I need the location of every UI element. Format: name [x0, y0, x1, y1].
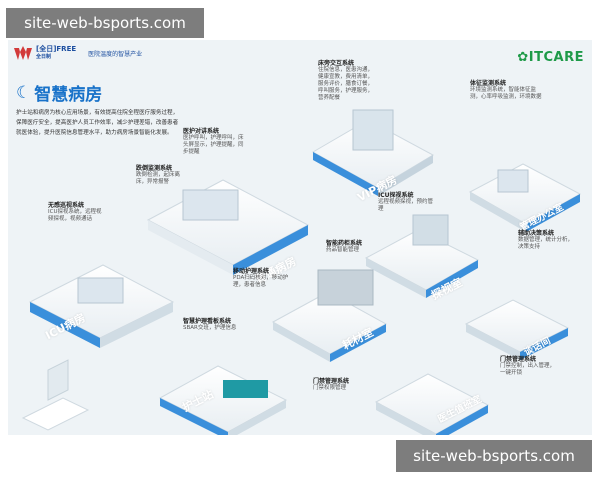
- system-desc: 药品智能管理: [326, 247, 360, 253]
- system-desc: 跌倒检测，起床离床，异常报警: [136, 172, 181, 185]
- stairs-illustration: [21, 359, 90, 431]
- system-access-control-doctor: 门禁管理系统 门禁权限管理: [313, 378, 368, 392]
- free-logo-icon: [14, 46, 32, 60]
- page-title: ☾ 智慧病房: [16, 80, 103, 106]
- medicine-cabinet-icon: [317, 269, 374, 306]
- system-smart-medicine-cabinet: 智能药柜系统 药品智能管理: [326, 240, 381, 254]
- room-tile-vip[interactable]: [311, 109, 435, 196]
- system-title: ICU探视系统: [378, 192, 414, 199]
- icu-bed-icon: [77, 277, 124, 304]
- system-title: 跌倒监测系统: [136, 165, 173, 172]
- system-nurse-intercom: 医护对讲系统 医护呼叫，护理呼叫，床头屏显示，护理提醒，同步提醒: [183, 128, 245, 156]
- brand-logo-right: ✿ITCARE: [517, 50, 584, 65]
- page-title-text: 智慧病房: [34, 85, 103, 105]
- system-desc: ICU探视系统，远程视频探视，视频通话: [48, 209, 102, 222]
- system-desc: 环境监测系统，智能体征监测，心率呼吸监测，环境数据: [470, 87, 542, 100]
- system-fall-detection: 跌倒监测系统 跌倒检测，起床离床，异常报警: [136, 165, 181, 186]
- office-desk-icon: [497, 169, 529, 193]
- system-desc: 远程视频探视，预约管理: [378, 199, 434, 212]
- system-desc: PDA扫码核对，移动护理，患者信息: [233, 275, 289, 288]
- system-bedside-interaction: 床旁交互系统 住院信息，医患沟通，健康宣教，费用清单，服务评价，膳食订餐，呼叫服…: [318, 60, 378, 102]
- system-passive-patrol: 无感巡视系统 ICU探视系统，远程视频探视，视频通话: [48, 202, 103, 223]
- room-tiles-layer: [21, 109, 582, 435]
- vip-bed-icon: [352, 109, 394, 151]
- brand-logo-left: [全日]FREE 全日制 医院温度的智慧产业: [14, 45, 142, 61]
- room-tile-talk-room[interactable]: [464, 299, 570, 360]
- system-vital-monitoring: 体征监测系统 环境监测系统，智能体征监测，心率呼吸监测，环境数据: [470, 80, 545, 101]
- intro-paragraph: 护士站和病房为核心应用场景，有效提高住院全程医疗服务过程，保障医疗安全，提高医护…: [16, 110, 179, 136]
- room-tile-general-ward[interactable]: [146, 179, 310, 275]
- room-tile-visiting-room[interactable]: [364, 214, 480, 298]
- system-title: 辅助决策系统: [518, 230, 555, 237]
- system-desc: 住院信息，医患沟通，健康宣教，费用清单，服务评价，膳食订餐，呼叫服务，护理服务，…: [318, 67, 374, 101]
- system-title: 移动护理系统: [233, 268, 270, 275]
- watermark-bottom: site-web-bsports.com: [396, 440, 592, 472]
- logo-right-text: ITCARE: [528, 50, 584, 65]
- room-tile-nurse-station[interactable]: [158, 365, 288, 435]
- system-desc: 数据管理，统计分析，决策支持: [518, 237, 574, 250]
- system-title: 智能药柜系统: [326, 240, 363, 247]
- room-tile-management-office[interactable]: [468, 163, 582, 232]
- system-title: 医护对讲系统: [183, 128, 220, 135]
- itcare-leaf-icon: ✿: [517, 50, 529, 65]
- system-title: 门禁管理系统: [500, 356, 537, 363]
- system-title: 无感巡视系统: [48, 202, 85, 209]
- system-mobile-nursing: 移动护理系统 PDA扫码核对，移动护理，患者信息: [233, 268, 293, 289]
- system-desc: 门禁控制，出入管理，一键开锁: [500, 363, 556, 376]
- logo-left-text: [全日]FREE: [36, 45, 77, 53]
- room-tile-icu[interactable]: [28, 264, 175, 348]
- system-desc: 门禁权限管理: [313, 385, 347, 391]
- infographic-panel: [全日]FREE 全日制 医院温度的智慧产业 ✿ITCARE ☾ 智慧病房 护士…: [8, 40, 592, 435]
- system-title: 体征监测系统: [470, 80, 507, 87]
- system-nursing-board: 智慧护理看板系统 SBAR交班，护理信息: [183, 318, 241, 332]
- visiting-door-icon: [412, 214, 449, 246]
- system-title: 门禁管理系统: [313, 378, 350, 385]
- system-desc: 医护呼叫，护理呼叫，床头屏显示，护理提醒，同步提醒: [183, 135, 244, 155]
- system-title: 床旁交互系统: [318, 60, 355, 67]
- system-title: 智慧护理看板系统: [183, 318, 232, 325]
- logo-tagline: 医院温度的智慧产业: [88, 50, 143, 58]
- system-icu-visit: ICU探视系统 远程视频探视，预约管理: [378, 192, 433, 213]
- room-tile-supply-room[interactable]: [271, 269, 388, 362]
- room-tile-doctor-duty-room[interactable]: [374, 373, 490, 435]
- system-desc: SBAR交班，护理信息: [183, 325, 237, 331]
- system-access-control-talk: 门禁管理系统 门禁控制，出入管理，一键开锁: [500, 356, 555, 377]
- general-ward-bed-icon: [182, 189, 239, 221]
- nurse-desk-icon: [223, 380, 268, 398]
- system-decision-support: 辅助决策系统 数据管理，统计分析，决策支持: [518, 230, 578, 251]
- logo-left-sub: 全日制: [36, 54, 52, 60]
- watermark-top: site-web-bsports.com: [6, 8, 204, 38]
- moon-icon: ☾: [16, 82, 32, 103]
